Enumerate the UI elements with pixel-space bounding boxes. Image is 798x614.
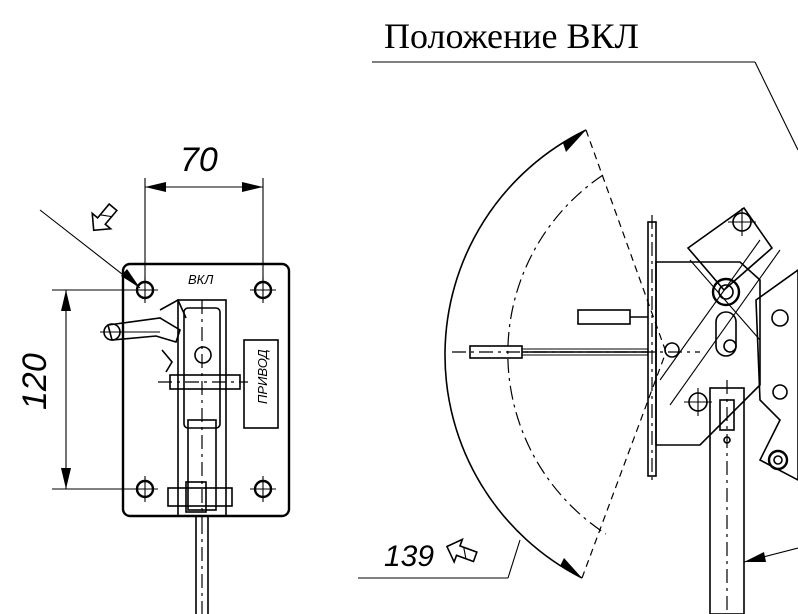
position-title: Положение ВКЛ	[384, 16, 639, 56]
dimension-70-label: 70	[180, 141, 218, 179]
title-leader	[754, 61, 798, 151]
swing-arc-outer	[444, 129, 587, 579]
switch-mechanism	[100, 298, 248, 614]
radial-line-top	[585, 129, 667, 353]
dimension-70	[144, 178, 264, 282]
view-direction-icon	[91, 202, 118, 232]
view-direction-icon	[445, 537, 478, 564]
swing-arc-inner	[507, 174, 607, 535]
dimension-139-label: 139	[384, 540, 434, 573]
hex-nut	[711, 277, 741, 307]
side-view: Положение ВКЛ	[358, 16, 798, 614]
on-mark-label: ВКЛ	[188, 272, 213, 287]
dimension-120	[52, 289, 138, 490]
link-arm	[686, 206, 774, 292]
right-bracket	[755, 269, 798, 481]
dimension-120-label: 120	[16, 353, 54, 410]
front-view: 70 120 ВКЛ	[16, 141, 291, 614]
drive-plate	[243, 339, 279, 429]
short-pin	[577, 309, 631, 325]
radial-line-bottom	[581, 351, 667, 579]
drive-plate-label: ПРИВОД	[255, 349, 270, 404]
